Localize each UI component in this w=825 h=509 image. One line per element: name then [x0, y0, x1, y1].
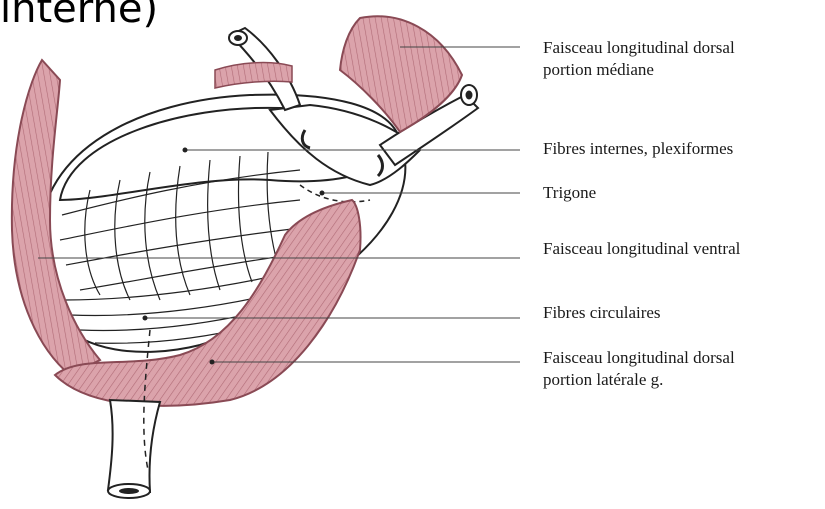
- label-internal-fibres: Fibres internes, plexiformes: [543, 138, 733, 160]
- label-line: portion médiane: [543, 59, 735, 81]
- label-circular: Fibres circulaires: [543, 302, 661, 324]
- label-line: Trigone: [543, 182, 596, 204]
- label-line: Faisceau longitudinal dorsal: [543, 347, 735, 369]
- label-line: portion latérale g.: [543, 369, 735, 391]
- label-line: Fibres internes, plexiformes: [543, 138, 733, 160]
- label-line: Faisceau longitudinal ventral: [543, 238, 740, 260]
- label-line: Fibres circulaires: [543, 302, 661, 324]
- label-dorsal-median: Faisceau longitudinal dorsal portion méd…: [543, 37, 735, 81]
- label-ventral: Faisceau longitudinal ventral: [543, 238, 740, 260]
- label-trigone: Trigone: [543, 182, 596, 204]
- urethra: [108, 330, 160, 498]
- label-line: Faisceau longitudinal dorsal: [543, 37, 735, 59]
- label-dorsal-lateral: Faisceau longitudinal dorsal portion lat…: [543, 347, 735, 391]
